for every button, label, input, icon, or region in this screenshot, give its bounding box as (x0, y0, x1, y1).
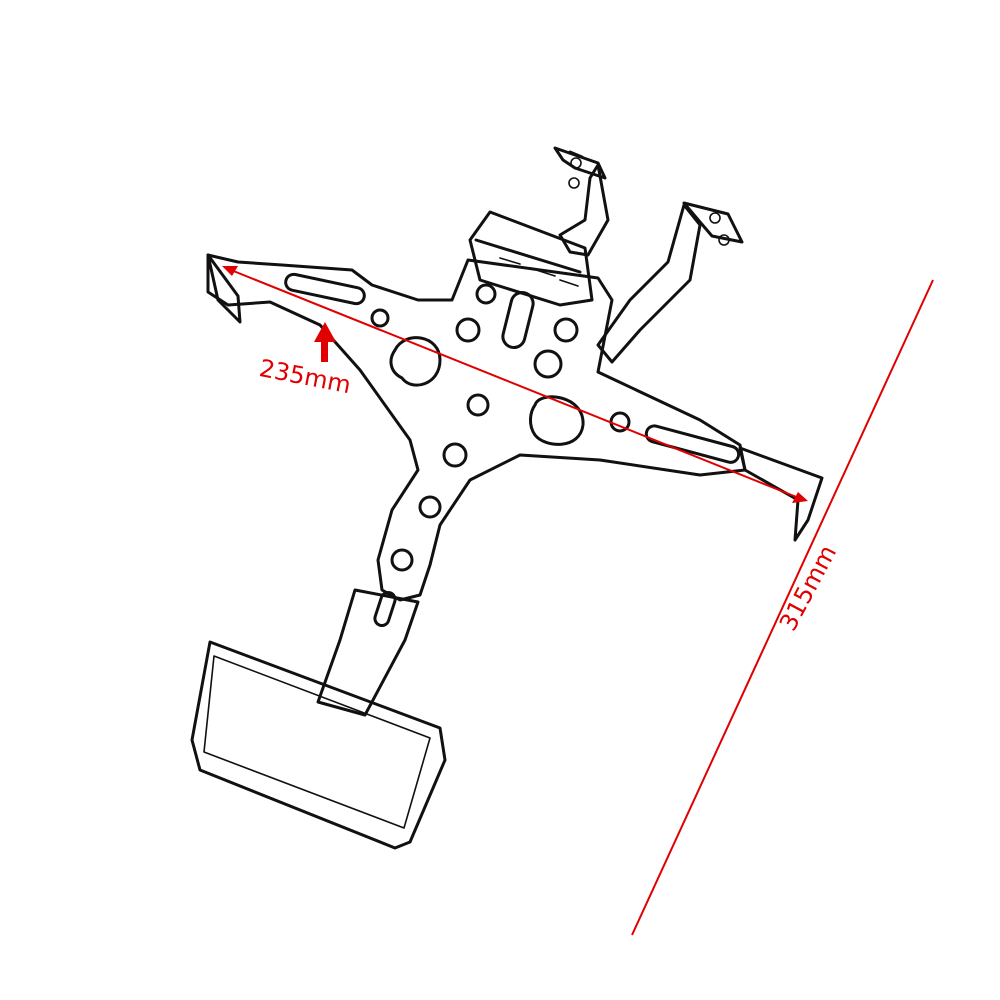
width-dimension (222, 266, 808, 503)
height-dimension (631, 279, 934, 936)
left-mounting-ear (553, 146, 610, 257)
reflector (190, 640, 447, 850)
main-plate (206, 253, 824, 602)
right-mounting-ear (596, 201, 744, 364)
lower-stem (316, 588, 420, 717)
